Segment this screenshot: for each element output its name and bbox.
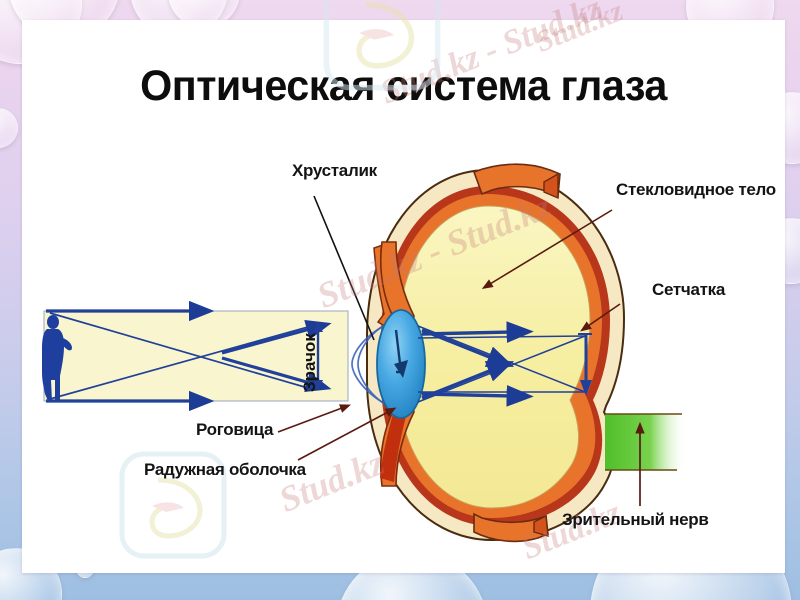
refracted-light-rays xyxy=(417,321,586,407)
label-lens: Хрусталик xyxy=(292,161,377,180)
eyeball xyxy=(351,163,687,543)
label-iris: Радужная оболочка xyxy=(144,460,306,479)
cornea xyxy=(351,315,405,415)
incoming-light-rays xyxy=(46,300,332,412)
leader-vitreous xyxy=(481,209,613,289)
label-cornea: Роговица xyxy=(196,420,274,439)
vitreous-body xyxy=(397,205,591,509)
leader-iris xyxy=(297,407,397,461)
label-retina: Сетчатка xyxy=(652,280,726,299)
background-bubble xyxy=(0,108,18,148)
leader-lens xyxy=(313,195,375,341)
label-pupil: Зрачок xyxy=(300,333,319,392)
pupil-dimension-arrow xyxy=(313,322,323,390)
slide-content-card: Оптическая система глаза xyxy=(22,0,785,573)
leader-retina xyxy=(580,303,621,332)
optic-nerve xyxy=(605,413,687,471)
inverted-image-arrow xyxy=(578,333,592,396)
object-person-silhouette xyxy=(42,315,72,401)
eye-diagram xyxy=(22,20,785,573)
leader-cornea xyxy=(277,404,351,433)
label-optic-nerve: Зрительный нерв xyxy=(562,510,709,529)
label-leader-lines xyxy=(277,195,645,506)
label-vitreous-body: Стекловидное тело xyxy=(616,180,776,199)
iris xyxy=(373,241,415,487)
